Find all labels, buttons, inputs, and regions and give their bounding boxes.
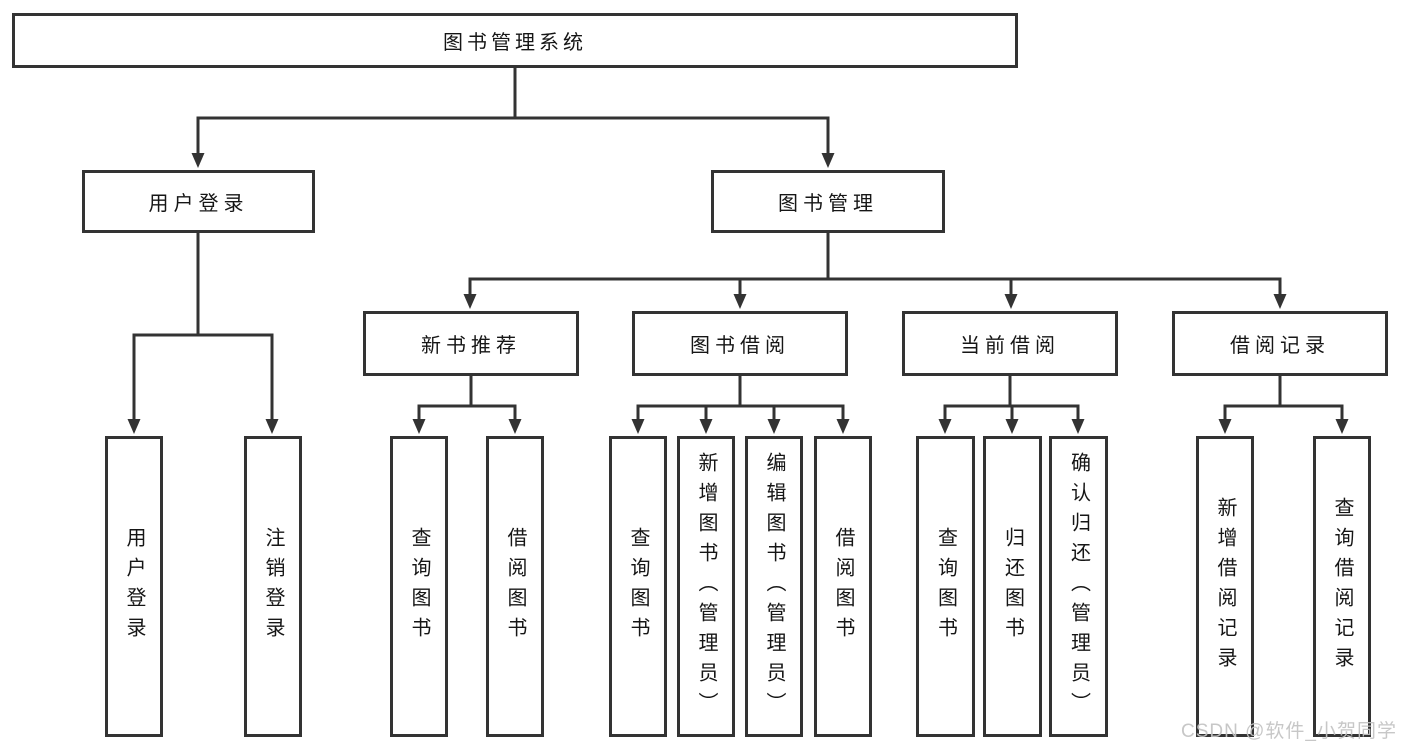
leaf-cb-return-books: 归还图书 — [983, 436, 1042, 737]
leaf-br-add-record: 新增借阅记录 — [1196, 436, 1254, 737]
leaf-user-login: 用户登录 — [105, 436, 163, 737]
leaf-bb-add-books-admin-label: 新增图书（管理员） — [695, 451, 717, 722]
leaf-bb-borrow-books: 借阅图书 — [814, 436, 872, 737]
node-book-management-label: 图书管理 — [778, 193, 878, 215]
node-current-borrow-label: 当前借阅 — [960, 335, 1060, 357]
leaf-nb-borrow-books-label: 借阅图书 — [504, 526, 526, 647]
leaf-cb-query-books: 查询图书 — [916, 436, 975, 737]
leaf-bb-edit-books-admin-label: 编辑图书（管理员） — [763, 451, 785, 722]
node-book-borrow: 图书借阅 — [632, 311, 848, 376]
leaf-user-logout: 注销登录 — [244, 436, 302, 737]
node-user-login-branch: 用户登录 — [82, 170, 315, 233]
leaf-cb-confirm-return-admin: 确认归还（管理员） — [1049, 436, 1108, 737]
leaf-br-query-record-label: 查询借阅记录 — [1331, 496, 1353, 677]
leaf-cb-confirm-return-admin-label: 确认归还（管理员） — [1067, 451, 1090, 722]
leaf-user-logout-label: 注销登录 — [262, 526, 284, 647]
leaf-nb-query-books: 查询图书 — [390, 436, 448, 737]
leaf-user-login-label: 用户登录 — [123, 526, 145, 647]
leaf-br-query-record: 查询借阅记录 — [1313, 436, 1371, 737]
node-new-book-recommend: 新书推荐 — [363, 311, 579, 376]
leaf-nb-query-books-label: 查询图书 — [408, 526, 430, 647]
leaf-bb-borrow-books-label: 借阅图书 — [832, 526, 854, 647]
leaf-bb-edit-books-admin: 编辑图书（管理员） — [745, 436, 803, 737]
node-borrow-records: 借阅记录 — [1172, 311, 1388, 376]
node-borrow-records-label: 借阅记录 — [1230, 335, 1330, 357]
node-book-management: 图书管理 — [711, 170, 945, 233]
leaf-bb-query-books-label: 查询图书 — [627, 526, 649, 647]
node-book-borrow-label: 图书借阅 — [690, 335, 790, 357]
node-root-system: 图书管理系统 — [12, 13, 1018, 68]
leaf-cb-query-books-label: 查询图书 — [934, 526, 957, 647]
node-new-book-recommend-label: 新书推荐 — [421, 335, 521, 357]
node-root-label: 图书管理系统 — [443, 32, 587, 54]
csdn-watermark: CSDN @软件_小贺同学 — [1181, 721, 1397, 742]
leaf-bb-query-books: 查询图书 — [609, 436, 667, 737]
node-user-login-label: 用户登录 — [148, 193, 249, 215]
leaf-cb-return-books-label: 归还图书 — [1001, 526, 1024, 647]
leaf-br-add-record-label: 新增借阅记录 — [1214, 496, 1236, 677]
node-current-borrow: 当前借阅 — [902, 311, 1118, 376]
leaf-bb-add-books-admin: 新增图书（管理员） — [677, 436, 735, 737]
leaf-nb-borrow-books: 借阅图书 — [486, 436, 544, 737]
